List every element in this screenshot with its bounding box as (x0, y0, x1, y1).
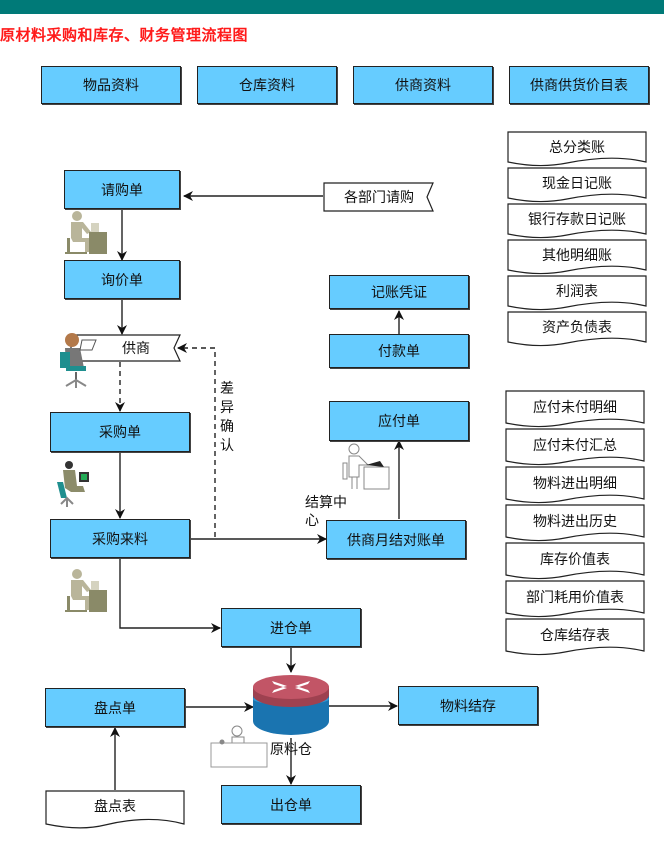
report-general-ledger[interactable]: 总分类账 (507, 131, 647, 168)
report-cash-journal[interactable]: 现金日记账 (507, 167, 647, 204)
report-income-statement[interactable]: 利润表 (507, 275, 647, 312)
supplier-statement-box[interactable]: 供商月结对账单 (326, 520, 466, 559)
report-balance-sheet[interactable]: 资产负债表 (507, 311, 647, 348)
report-payable-detail[interactable]: 应付未付明细 (505, 390, 645, 429)
dashed-difference-confirm (177, 343, 216, 537)
buyer-at-computer-icon (57, 461, 89, 507)
warehouse-out-box[interactable]: 出仓单 (221, 785, 361, 824)
department-request-doc[interactable]: 各部门请购 (323, 182, 435, 212)
master-data-warehouse[interactable]: 仓库资料 (197, 66, 337, 104)
supplier-person-icon (60, 333, 97, 388)
report-bank-journal[interactable]: 银行存款日记账 (507, 203, 647, 240)
difference-confirm-label: 差异确认 (220, 381, 234, 454)
purchase-request-box[interactable]: 请购单 (64, 170, 180, 209)
payable-box[interactable]: 应付单 (329, 401, 469, 441)
header-bar (0, 0, 664, 14)
purchase-order-box[interactable]: 采购单 (50, 412, 190, 452)
receiver-at-desk-icon (65, 569, 107, 612)
raw-warehouse-label: 原料仓 (270, 742, 312, 758)
arrow-receipt-to-warehouse-in (119, 558, 221, 633)
settlement-center-label: 结算中心 (305, 495, 347, 529)
report-department-usage[interactable]: 部门耗用价值表 (505, 580, 645, 619)
supplier-doc[interactable]: 供商 (70, 334, 182, 362)
payment-box[interactable]: 付款单 (329, 334, 469, 368)
stocktake-order-box[interactable]: 盘点单 (45, 688, 185, 727)
report-material-inout-history[interactable]: 物料进出历史 (505, 504, 645, 543)
purchase-receipt-box[interactable]: 采购来料 (50, 519, 190, 558)
stocktake-sheet-doc[interactable]: 盘点表 (45, 790, 185, 830)
report-inventory-value[interactable]: 库存价值表 (505, 542, 645, 581)
page-title: 原材料采购和库存、财务管理流程图 (0, 26, 249, 44)
raw-warehouse-icon[interactable] (252, 673, 330, 739)
master-data-price-list[interactable]: 供商供货价目表 (509, 66, 649, 104)
inquiry-box[interactable]: 询价单 (64, 260, 180, 299)
warehouse-in-box[interactable]: 进仓单 (221, 608, 361, 647)
material-balance-box[interactable]: 物料结存 (398, 686, 538, 725)
report-material-inout-detail[interactable]: 物料进出明细 (505, 466, 645, 505)
report-payable-summary[interactable]: 应付未付汇总 (505, 428, 645, 467)
warehouse-keeper-icon (210, 725, 268, 768)
settlement-clerk-icon (342, 443, 390, 490)
report-other-ledger[interactable]: 其他明细账 (507, 239, 647, 276)
master-data-supplier[interactable]: 供商资料 (353, 66, 493, 104)
voucher-box[interactable]: 记账凭证 (329, 275, 469, 309)
master-data-items[interactable]: 物品资料 (41, 66, 181, 104)
report-warehouse-balance[interactable]: 仓库结存表 (505, 618, 645, 657)
clerk-at-desk-icon (65, 211, 107, 254)
